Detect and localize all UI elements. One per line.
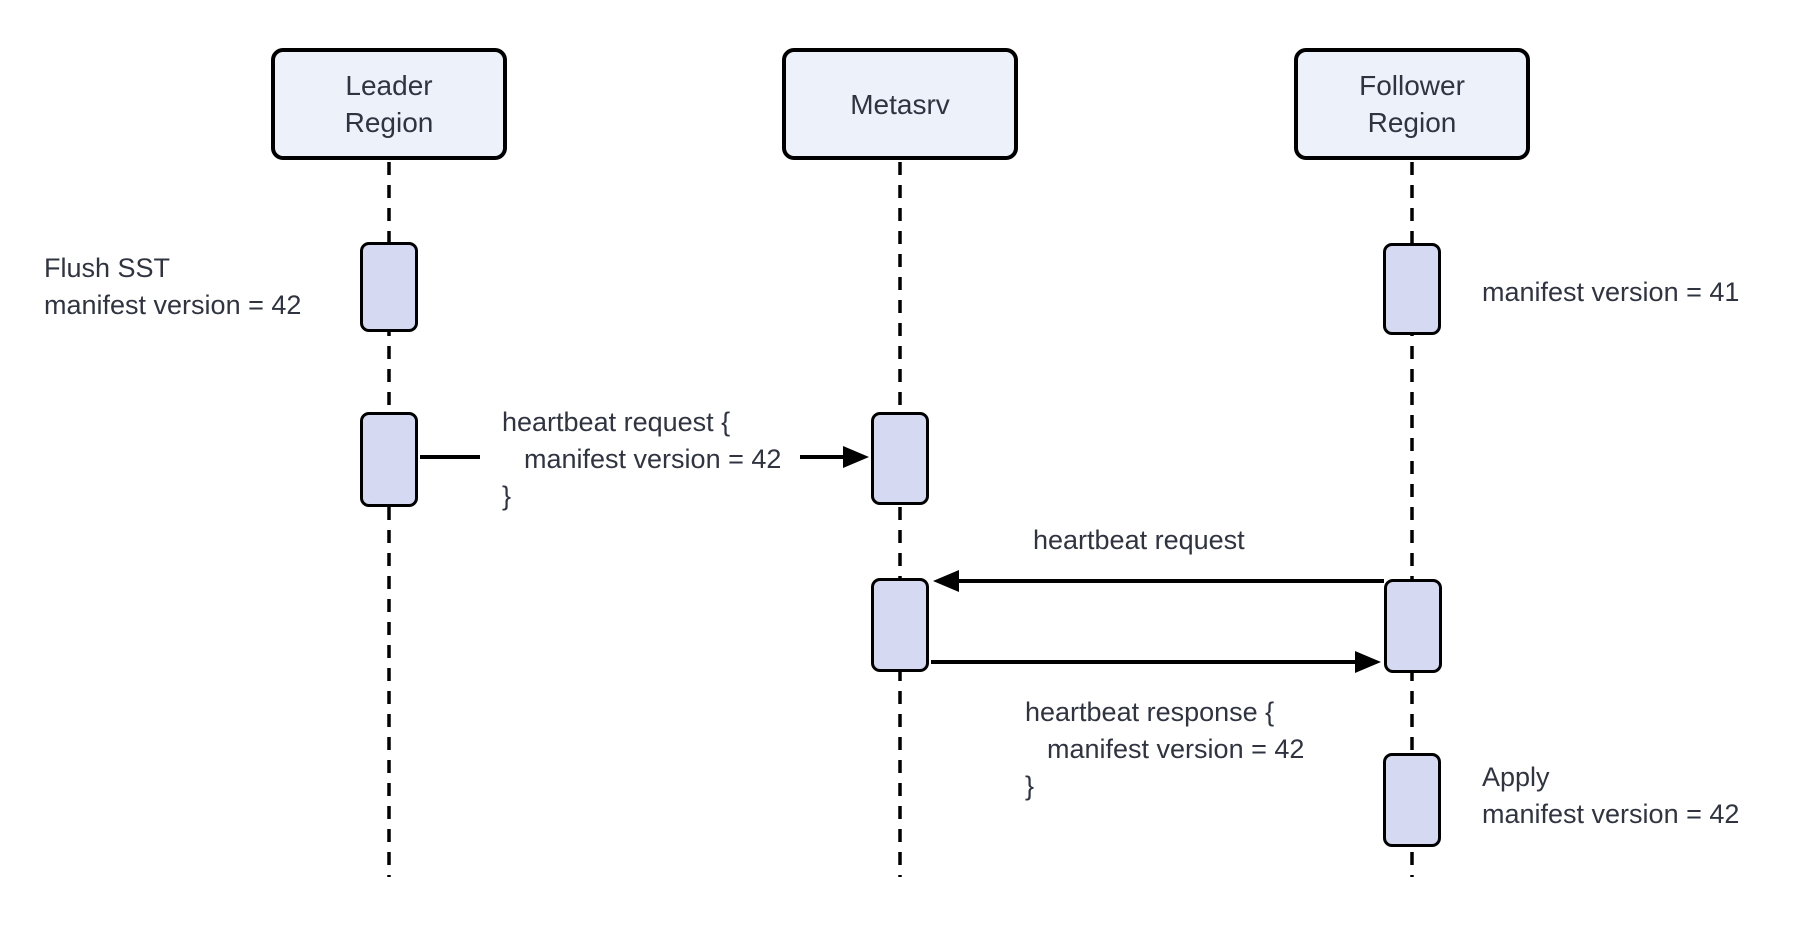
participant-box-leader-region: Leader Region: [271, 48, 507, 160]
participant-box-metasrv: Metasrv: [782, 48, 1018, 160]
annotation-apply: Apply manifest version = 42: [1482, 759, 1739, 833]
activation-follower-apply: [1383, 753, 1441, 847]
message-label-heartbeat-request-leader: heartbeat request { manifest version = 4…: [502, 404, 781, 515]
participant-label: Metasrv: [850, 88, 950, 120]
message-label-line: manifest version = 42: [524, 444, 782, 474]
participant-label: Region: [1367, 107, 1457, 138]
annotation-line: manifest version = 41: [1482, 277, 1740, 307]
message-label-heartbeat-request-follower: heartbeat request: [1033, 522, 1245, 559]
arrowhead-right-icon: [843, 446, 869, 468]
message-label-heartbeat-response: heartbeat response { manifest version = …: [1025, 694, 1304, 805]
annotation-manifest-41: manifest version = 41: [1482, 274, 1739, 311]
message-label-line: heartbeat response {: [1025, 697, 1275, 727]
annotation-flush-sst: Flush SST manifest version = 42: [44, 250, 301, 324]
message-label-line: heartbeat request: [1033, 525, 1245, 555]
activation-metasrv-heartbeat-1: [871, 412, 929, 505]
arrowhead-right-icon: [1355, 651, 1381, 673]
annotation-line: Apply: [1482, 762, 1550, 792]
annotation-line: manifest version = 42: [44, 290, 302, 320]
activation-leader-flush: [360, 242, 418, 332]
message-label-line: }: [1025, 771, 1035, 801]
activation-follower-heartbeat: [1384, 579, 1442, 673]
annotation-line: Flush SST: [44, 253, 171, 283]
participant-label: Follower: [1359, 70, 1465, 101]
arrowhead-left-icon: [933, 570, 959, 592]
activation-metasrv-heartbeat-2: [871, 578, 929, 672]
activation-follower-v41: [1383, 243, 1441, 335]
message-label-line: heartbeat request {: [502, 407, 731, 437]
annotation-line: manifest version = 42: [1482, 799, 1740, 829]
message-label-line: }: [502, 481, 512, 511]
activation-leader-heartbeat: [360, 412, 418, 507]
participant-label: Region: [344, 107, 434, 138]
message-label-line: manifest version = 42: [1047, 734, 1305, 764]
participant-box-follower-region: Follower Region: [1294, 48, 1530, 160]
participant-label: Leader: [345, 70, 433, 101]
